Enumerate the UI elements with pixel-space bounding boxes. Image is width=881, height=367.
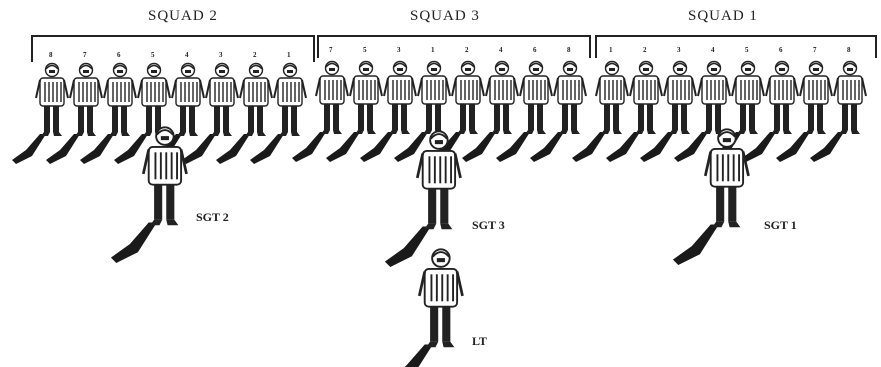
sergeant-3-label: SGT 3 [472, 218, 505, 233]
soldier-number: 6 [117, 51, 121, 59]
soldier-number: 4 [711, 46, 715, 54]
squad-1-rank [572, 62, 866, 163]
soldier-number: 2 [465, 46, 469, 54]
sergeant-2-label: SGT 2 [196, 210, 229, 225]
soldier-number: 5 [363, 46, 367, 54]
soldier-number: 4 [185, 51, 189, 59]
soldier-icon [385, 131, 461, 267]
soldier-number: 1 [609, 46, 613, 54]
soldier-number: 7 [83, 51, 87, 59]
lieutenant-figure [387, 249, 463, 367]
soldier-number: 4 [499, 46, 503, 54]
sergeant-1-label: SGT 1 [764, 218, 797, 233]
soldier-number: 3 [219, 51, 223, 59]
squad-3-bracket [318, 36, 590, 58]
soldier-number: 5 [745, 46, 749, 54]
soldier-number: 6 [779, 46, 783, 54]
soldier-number: 2 [643, 46, 647, 54]
soldier-icon [12, 64, 68, 165]
lieutenant-label: LT [472, 334, 487, 349]
soldier-number: 8 [49, 51, 53, 59]
soldier-icon [387, 249, 463, 367]
soldier-number: 7 [813, 46, 817, 54]
squad-1-title: SQUAD 1 [688, 8, 758, 25]
soldier-icon [673, 129, 749, 265]
soldier-number: 3 [397, 46, 401, 54]
soldier-number: 8 [847, 46, 851, 54]
squad-2-bracket [32, 36, 314, 62]
squad-1-bracket [596, 36, 876, 58]
soldier-number: 3 [677, 46, 681, 54]
squad-2-title: SQUAD 2 [148, 8, 218, 25]
soldier-icon [292, 62, 348, 163]
soldier-number: 1 [287, 51, 291, 59]
soldier-number: 5 [151, 51, 155, 59]
sergeant-2-figure [111, 127, 187, 263]
soldier-number: 8 [567, 46, 571, 54]
soldier-number: 6 [533, 46, 537, 54]
soldier-number: 1 [431, 46, 435, 54]
squad-3-title: SQUAD 3 [410, 8, 480, 25]
soldier-number: 2 [253, 51, 257, 59]
sergeant-3-figure [385, 131, 461, 267]
soldier-icon [111, 127, 187, 263]
sergeant-1-figure [673, 129, 749, 265]
soldier-number: 7 [329, 46, 333, 54]
